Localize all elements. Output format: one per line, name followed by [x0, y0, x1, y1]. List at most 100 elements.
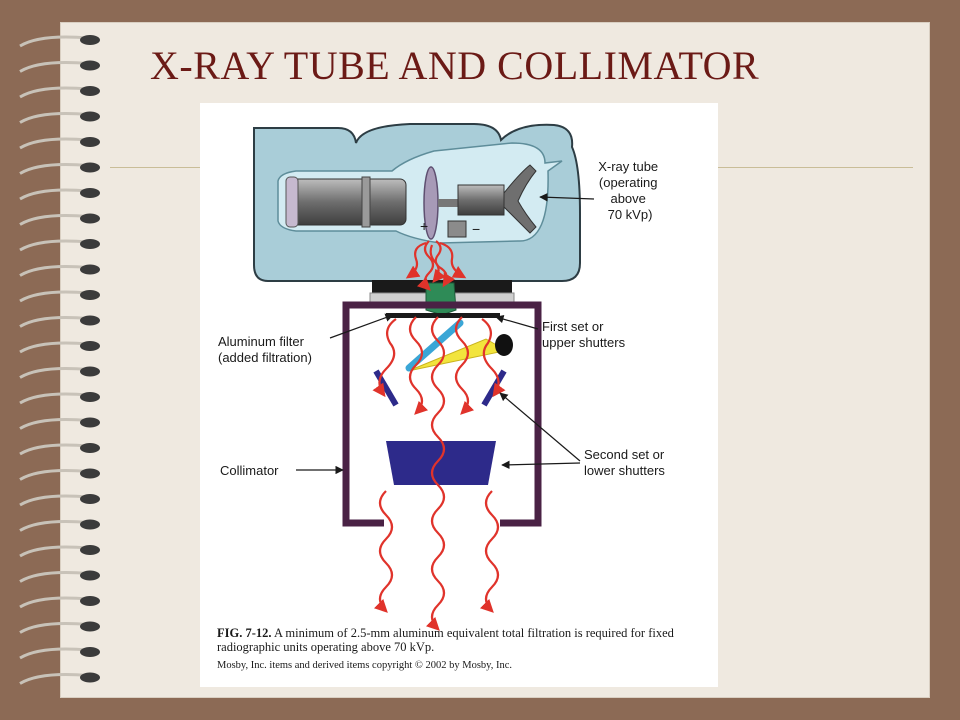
stator-cap: [285, 176, 299, 228]
lower-shutter-block: [386, 441, 496, 485]
spiral-wire: [19, 443, 89, 456]
spiral-wire: [19, 647, 89, 660]
spiral-hole: [80, 162, 100, 173]
filament-cup: [447, 220, 467, 238]
label-aluminum-filter: Aluminum filter (added filtration): [218, 334, 312, 365]
spiral-coil: [19, 519, 100, 532]
ray-2: [425, 316, 446, 631]
xray-collimator-diagram: + −: [218, 123, 668, 631]
spiral-wire: [19, 596, 89, 609]
label-first-shutters: First set or upper shutters: [542, 319, 626, 350]
rule-line-left: [110, 167, 200, 168]
aluminum-filter-plate: [386, 313, 500, 318]
spiral-coil: [19, 443, 100, 456]
spiral-wire: [19, 392, 89, 405]
stator-cylinder: [285, 178, 407, 226]
label-xray-tube: X-ray tube (operating above 70 kVp): [598, 159, 662, 222]
cathode-body: [457, 184, 505, 216]
spiral-wire: [19, 112, 89, 124]
xray-tube-leader: [539, 193, 595, 202]
spiral-wire: [19, 290, 89, 303]
spiral-wire: [19, 137, 89, 150]
spiral-coil: [19, 366, 100, 379]
spiral-wire: [19, 188, 89, 201]
spiral-wire: [19, 469, 89, 481]
spiral-coil: [19, 494, 100, 507]
spiral-wire: [19, 545, 89, 558]
ray-low-right: [479, 490, 500, 613]
spiral-coil: [19, 86, 100, 99]
spiral-hole: [80, 570, 100, 581]
ray-tube-c: [405, 241, 427, 279]
figure-number: FIG. 7-12.: [217, 626, 272, 640]
port-green-window: [425, 282, 457, 316]
spiral-wire: [19, 265, 89, 277]
spiral-hole: [80, 545, 100, 555]
spiral-hole: [80, 672, 100, 683]
spiral-hole: [80, 315, 100, 326]
spiral-wire: [19, 214, 89, 226]
spiral-coil: [19, 111, 100, 124]
spiral-binding: [19, 35, 100, 685]
first-shutters-leader: [495, 315, 539, 330]
spiral-coil: [19, 341, 100, 354]
spiral-coil: [19, 596, 100, 609]
spiral-hole: [80, 341, 100, 351]
cathode-minus-sign: −: [472, 221, 480, 237]
spiral-wire: [19, 673, 89, 685]
spiral-coil: [19, 35, 100, 48]
spiral-hole: [80, 111, 100, 122]
spiral-coil: [19, 417, 100, 430]
spiral-hole: [80, 264, 100, 275]
spiral-hole: [80, 239, 100, 249]
label-collimator: Collimator: [220, 463, 279, 478]
collimator-housing: [342, 301, 542, 527]
spiral-hole: [80, 621, 100, 632]
spiral-hole: [80, 366, 100, 377]
spiral-hole: [80, 647, 100, 657]
spiral-wire: [19, 341, 89, 354]
spiral-coil: [19, 392, 100, 405]
spiral-hole: [80, 60, 100, 71]
rule-line-right: [718, 167, 913, 168]
anode-plus-sign: +: [420, 218, 428, 234]
lower-shutter-right: [481, 369, 507, 407]
spiral-coil: [19, 672, 100, 685]
spiral-wire: [19, 163, 89, 175]
ray-tube-e: [429, 244, 446, 284]
ray-low-left: [373, 490, 394, 613]
spiral-hole: [80, 494, 100, 504]
figure-panel: + −: [200, 103, 718, 687]
ray-1: [408, 316, 429, 415]
spiral-hole: [80, 213, 100, 224]
spiral-wire: [19, 571, 89, 583]
spiral-coil: [19, 137, 100, 150]
spiral-coil: [19, 290, 100, 303]
spiral-coil: [19, 60, 100, 73]
spiral-hole: [80, 443, 100, 453]
spiral-hole: [80, 35, 100, 45]
spiral-hole: [80, 596, 100, 606]
figure-caption: FIG. 7-12. A minimum of 2.5-mm aluminum …: [217, 626, 707, 654]
spiral-coil: [19, 468, 100, 481]
spiral-hole: [80, 417, 100, 428]
second-shutters-lower-leader: [501, 460, 581, 470]
spiral-coil: [19, 621, 100, 634]
ray-tube-a: [416, 240, 435, 291]
light-bulb: [495, 334, 513, 356]
second-shutters-upper-leader: [499, 392, 581, 462]
ray-tube-d: [439, 241, 467, 279]
spiral-coil: [19, 239, 100, 252]
label-second-shutters: Second set or lower shutters: [584, 447, 668, 478]
xray-beams: [372, 240, 506, 631]
ray-5: [481, 318, 506, 398]
lower-shutter-left: [373, 369, 399, 407]
spiral-coil: [19, 315, 100, 328]
spiral-hole: [80, 137, 100, 147]
spiral-hole: [80, 392, 100, 402]
figure-caption-text: A minimum of 2.5-mm aluminum equivalent …: [217, 626, 674, 654]
anode-stem: [438, 199, 458, 207]
aluminum-filter-leader: [329, 313, 394, 339]
spiral-coil: [19, 545, 100, 558]
spiral-wire: [19, 418, 89, 430]
